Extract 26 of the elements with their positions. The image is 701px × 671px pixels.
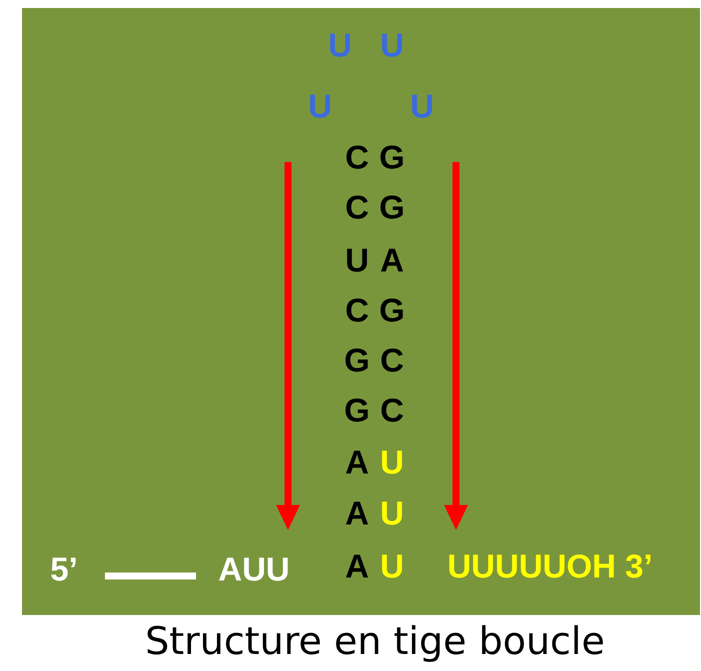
caption: Structure en tige boucle: [145, 619, 605, 663]
nucleotide-label: A: [345, 496, 369, 530]
nucleotide-label: U: [380, 446, 404, 478]
nucleotide-label: G: [379, 190, 405, 224]
nucleotide-label: U: [380, 496, 404, 530]
nucleotide-label: U: [410, 90, 434, 122]
nucleotide-label: C: [345, 190, 369, 224]
nucleotide-label: G: [379, 294, 405, 326]
nucleotide-label: A: [345, 550, 369, 582]
nucleotide-label: C: [345, 140, 369, 174]
nucleotide-label: C: [380, 344, 404, 376]
nucleotide-label: U: [380, 550, 404, 582]
nucleotide-label: C: [380, 394, 404, 426]
nucleotide-label: UUUUUOH 3’: [447, 550, 653, 582]
nucleotide-label: C: [345, 294, 369, 326]
nucleotide-label: U: [308, 90, 332, 122]
nucleotide-label: U: [328, 28, 352, 62]
nucleotide-label: A: [380, 244, 404, 276]
nucleotide-label: U: [345, 244, 369, 276]
nucleotide-label: G: [344, 394, 370, 426]
nucleotide-label: U: [380, 28, 404, 62]
nucleotide-label: A: [345, 446, 369, 478]
nucleotide-label: G: [379, 140, 405, 174]
nucleotide-label: 5’: [50, 552, 78, 586]
nucleotide-label: AUU: [218, 552, 290, 586]
nucleotide-label: G: [344, 344, 370, 376]
